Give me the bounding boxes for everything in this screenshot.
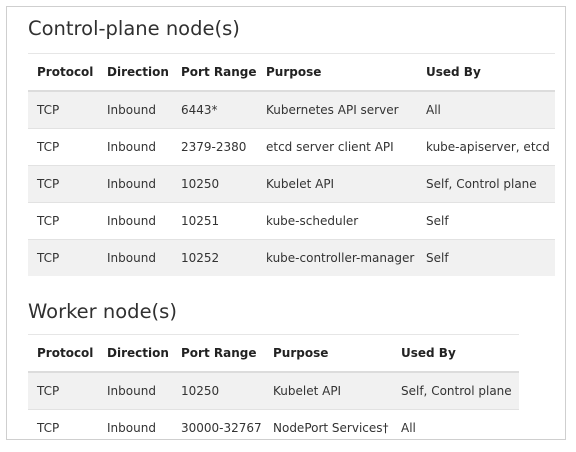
- table-row: TCP Inbound 10252 kube-controller-manage…: [28, 239, 555, 276]
- control-plane-title: Control-plane node(s): [28, 17, 240, 40]
- header-port-range: Port Range: [172, 53, 257, 92]
- table-header-row: Protocol Direction Port Range Purpose Us…: [28, 53, 555, 92]
- cell-direction: Inbound: [98, 165, 172, 203]
- cell-used-by: All: [392, 409, 519, 439]
- cell-protocol: TCP: [28, 202, 98, 240]
- cell-purpose: kube-controller-manager: [257, 239, 417, 276]
- cell-purpose: Kubelet API: [257, 165, 417, 203]
- cell-used-by: All: [417, 90, 555, 129]
- cell-used-by: Self, Control plane: [392, 371, 519, 410]
- cell-direction: Inbound: [98, 409, 172, 439]
- cell-direction: Inbound: [98, 239, 172, 276]
- cell-purpose: etcd server client API: [257, 128, 417, 166]
- header-used-by: Used By: [392, 334, 519, 373]
- table-row: TCP Inbound 10251 kube-scheduler Self: [28, 202, 555, 240]
- header-purpose: Purpose: [257, 53, 417, 92]
- cell-port-range: 10252: [172, 239, 257, 276]
- control-plane-ports-table: Protocol Direction Port Range Purpose Us…: [28, 53, 555, 276]
- cell-port-range: 10250: [172, 371, 264, 410]
- cell-direction: Inbound: [98, 202, 172, 240]
- cell-used-by: Self, Control plane: [417, 165, 555, 203]
- cell-used-by: Self: [417, 239, 555, 276]
- cell-protocol: TCP: [28, 128, 98, 166]
- cell-purpose: Kubernetes API server: [257, 90, 417, 129]
- cell-port-range: 10250: [172, 165, 257, 203]
- header-used-by: Used By: [417, 53, 555, 92]
- cell-used-by: Self: [417, 202, 555, 240]
- cell-purpose: kube-scheduler: [257, 202, 417, 240]
- cell-purpose: NodePort Services†: [264, 409, 392, 439]
- cell-protocol: TCP: [28, 409, 98, 439]
- cell-protocol: TCP: [28, 371, 98, 410]
- worker-ports-table: Protocol Direction Port Range Purpose Us…: [28, 334, 519, 439]
- cell-port-range: 30000-32767: [172, 409, 264, 439]
- table-row: TCP Inbound 2379-2380 etcd server client…: [28, 128, 555, 166]
- cell-used-by: kube-apiserver, etcd: [417, 128, 555, 166]
- table-row: TCP Inbound 30000-32767 NodePort Service…: [28, 409, 519, 439]
- header-port-range: Port Range: [172, 334, 264, 373]
- table-row: TCP Inbound 6443* Kubernetes API server …: [28, 90, 555, 129]
- table-row: TCP Inbound 10250 Kubelet API Self, Cont…: [28, 371, 519, 410]
- cell-protocol: TCP: [28, 90, 98, 129]
- header-protocol: Protocol: [28, 53, 98, 92]
- header-protocol: Protocol: [28, 334, 98, 373]
- cell-port-range: 10251: [172, 202, 257, 240]
- table-row: TCP Inbound 10250 Kubelet API Self, Cont…: [28, 165, 555, 203]
- cell-purpose: Kubelet API: [264, 371, 392, 410]
- header-direction: Direction: [98, 53, 172, 92]
- worker-title: Worker node(s): [28, 300, 177, 323]
- cell-direction: Inbound: [98, 371, 172, 410]
- header-direction: Direction: [98, 334, 172, 373]
- cell-port-range: 6443*: [172, 90, 257, 129]
- cell-port-range: 2379-2380: [172, 128, 257, 166]
- table-header-row: Protocol Direction Port Range Purpose Us…: [28, 334, 519, 373]
- cell-direction: Inbound: [98, 90, 172, 129]
- cell-protocol: TCP: [28, 165, 98, 203]
- cell-direction: Inbound: [98, 128, 172, 166]
- page-frame: Control-plane node(s) Protocol Direction…: [6, 6, 566, 440]
- header-purpose: Purpose: [264, 334, 392, 373]
- cell-protocol: TCP: [28, 239, 98, 276]
